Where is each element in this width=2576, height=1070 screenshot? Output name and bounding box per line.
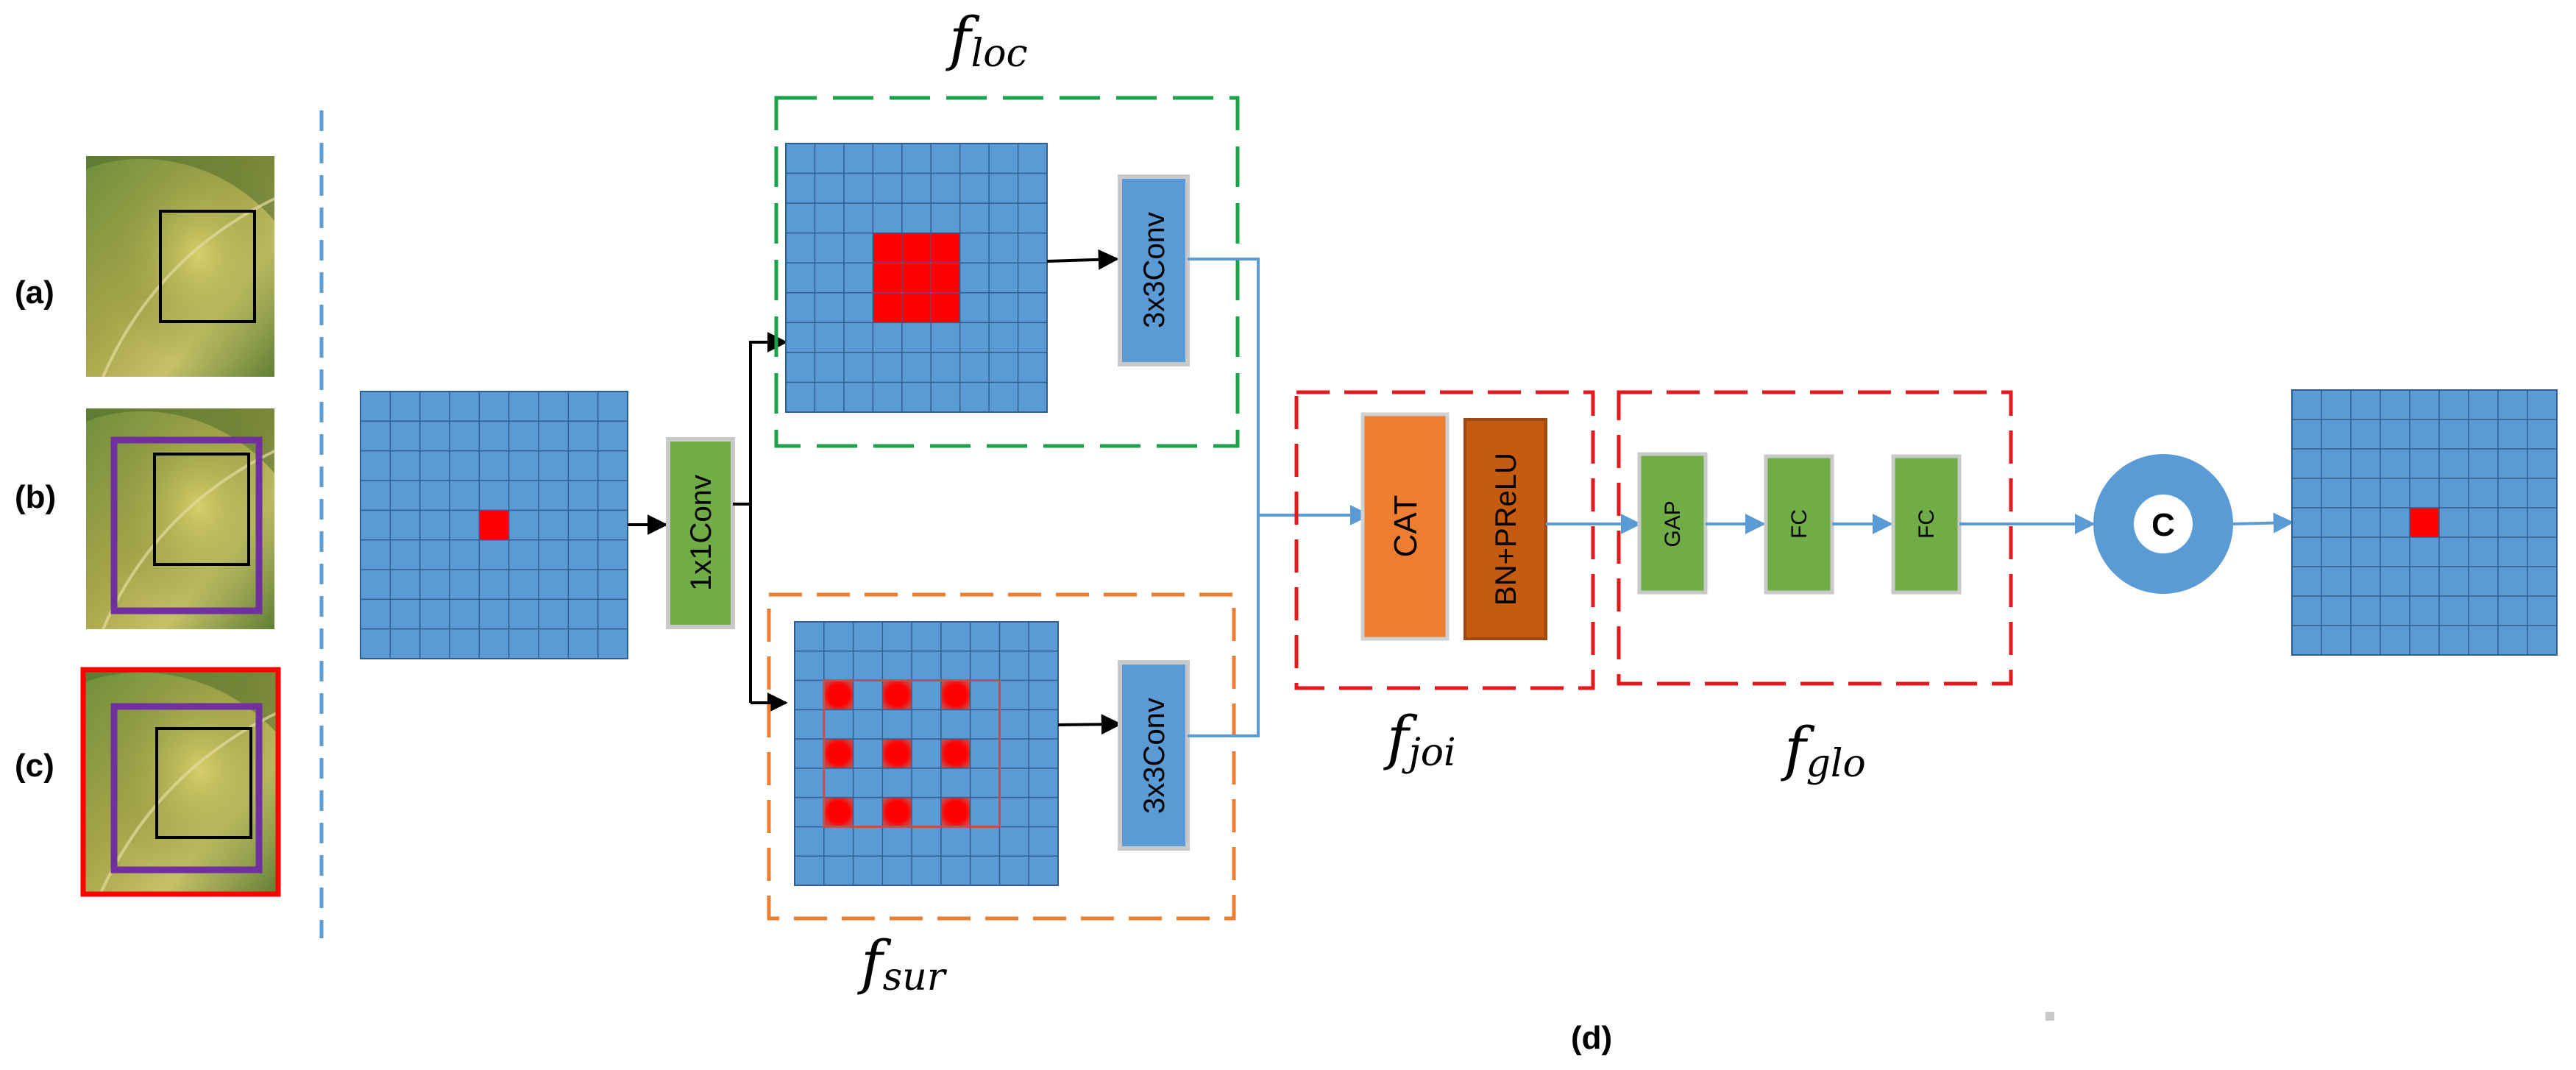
conv1x1-block: 1x1Conv <box>666 437 735 629</box>
region-box-black <box>153 453 250 566</box>
highlight-cell <box>882 739 912 768</box>
panel-d-label: (d) <box>1571 1020 1612 1056</box>
panel-b-label: (b) <box>15 479 56 515</box>
highlight-cell <box>940 739 971 768</box>
highlight-cell <box>882 797 912 827</box>
cat-block: CAT <box>1360 412 1450 641</box>
arrow-loc-to-conv <box>1046 249 1119 270</box>
cat-label: CAT <box>1388 495 1424 558</box>
input-feature-map <box>360 391 628 659</box>
highlight-cell <box>823 739 854 768</box>
gap-label: GAP <box>1661 500 1685 547</box>
f-sur-title: fsur <box>857 928 948 999</box>
bn-prelu-block: BN+PReLU <box>1463 418 1547 640</box>
arrow-concat-to-output <box>2232 512 2294 534</box>
panel-c-label: (c) <box>15 748 54 784</box>
highlight-cell <box>940 680 971 710</box>
stray-mark <box>2045 1012 2054 1021</box>
highlight-cell <box>873 233 960 323</box>
highlight-cell <box>940 797 971 827</box>
region-box-black <box>155 727 252 839</box>
fc2-label: FC <box>1915 509 1939 539</box>
gap-block: GAP <box>1637 452 1708 595</box>
highlight-cell <box>479 510 509 540</box>
fc1-label: FC <box>1787 509 1812 539</box>
highlight-cell <box>882 680 912 710</box>
dilation-frame <box>823 679 1001 828</box>
region-box-purple <box>110 436 263 614</box>
conv3x3-loc-label: 3x3Conv <box>1138 212 1171 328</box>
f-joi-box <box>1294 390 1595 690</box>
region-box-purple <box>110 703 263 874</box>
bn-prelu-label: BN+PReLU <box>1490 453 1522 606</box>
conv3x3-loc-block: 3x3Conv <box>1118 174 1190 366</box>
region-box-black <box>159 210 256 323</box>
leaf-image-a <box>86 156 275 378</box>
region-box-red <box>80 667 281 897</box>
fc2-block: FC <box>1891 454 1962 595</box>
conv3x3-sur-block: 3x3Conv <box>1118 660 1190 851</box>
highlight-cell <box>823 797 854 827</box>
highlight-cell <box>2410 508 2439 537</box>
f-sur-box <box>767 592 1236 921</box>
merge-arrows <box>1188 258 1371 737</box>
f-loc-box <box>774 96 1240 448</box>
concat-node: C <box>2093 454 2233 594</box>
local-feature-map <box>785 143 1048 413</box>
panel-a-label: (a) <box>15 274 54 311</box>
f-joi-title: fjoi <box>1383 704 1456 775</box>
conv1x1-label: 1x1Conv <box>685 475 717 591</box>
conv3x3-sur-label: 3x3Conv <box>1138 698 1171 814</box>
fc1-block: FC <box>1764 454 1834 595</box>
arrow-sur-to-conv <box>1057 714 1122 735</box>
leaf-image-b <box>86 408 275 630</box>
panel-c: (c) <box>15 667 281 897</box>
f-loc-title: floc <box>945 4 1028 76</box>
output-feature-map <box>2291 389 2558 656</box>
panel-a: (a) <box>15 156 275 378</box>
panel-b: (b) <box>15 408 275 630</box>
f-glo-box <box>1617 390 2013 686</box>
f-glo-title: fglo <box>1781 715 1866 786</box>
branch-arrows <box>733 332 788 713</box>
highlight-cell <box>823 680 854 710</box>
leaf-image-c <box>80 667 281 897</box>
surrounding-feature-map <box>794 621 1059 886</box>
concat-symbol: C <box>2151 507 2175 543</box>
